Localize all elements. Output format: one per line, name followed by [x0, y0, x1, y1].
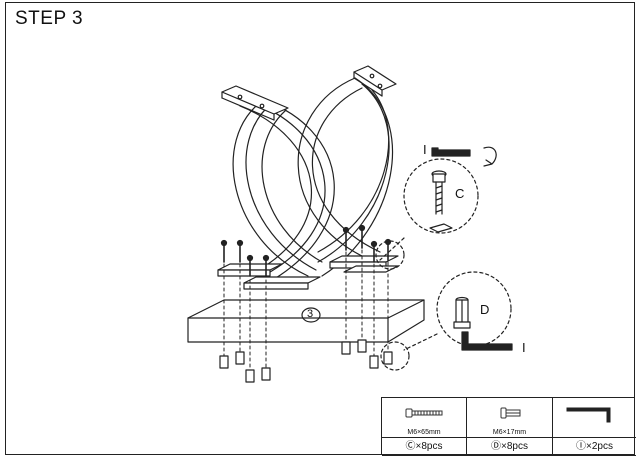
allen-wrench-top: [431, 146, 497, 167]
legend-bolt-cell: M6×65mm: [382, 398, 467, 438]
wrench-bottom-letter: I: [522, 340, 526, 355]
allen-wrench-icon: [566, 407, 611, 423]
bolt-4: [262, 254, 270, 277]
bolt-icon: [405, 408, 443, 418]
legend-nut-cell: M6×17mm: [467, 398, 553, 438]
part-number-circle: [301, 307, 321, 323]
arc-frame: [217, 65, 399, 290]
sleeve-callout-letter: D: [480, 302, 490, 317]
guide-lines: [223, 249, 389, 371]
barrel-nut-icon: [500, 407, 521, 419]
shelf-board: [187, 299, 425, 343]
bolt-callout-letter: C: [455, 186, 465, 201]
allen-wrench-bottom: [461, 331, 513, 351]
parts-legend: M6×65mm M6×17mm Ⓒ×8pcs Ⓓ×8pcs Ⓘ×2pcs: [381, 397, 636, 456]
bolt-2: [236, 239, 244, 263]
bolt-1: [220, 239, 228, 263]
nut-size-label: M6×17mm: [492, 429, 527, 436]
bolt-detail-callout: [375, 158, 479, 270]
bolt-5: [342, 226, 350, 251]
step-title: STEP 3: [15, 8, 84, 29]
barrel-nuts-bottom: [219, 339, 393, 383]
bolt-3: [246, 254, 254, 277]
bolt-quantity: Ⓒ×8pcs: [382, 438, 467, 456]
bolt-size-label: M6×65mm: [407, 429, 441, 436]
wrench-quantity: Ⓘ×2pcs: [553, 438, 636, 456]
bolt-7: [370, 240, 378, 263]
bolt-6: [358, 224, 366, 249]
diagram-frame: [5, 2, 635, 455]
shelf-part-number: 3: [307, 308, 314, 320]
wrench-top-letter: I: [423, 142, 427, 157]
legend-wrench-cell: [553, 398, 636, 438]
nut-quantity: Ⓓ×8pcs: [467, 438, 553, 456]
bolts-top: [220, 224, 392, 277]
sleeve-detail-callout: [380, 271, 512, 371]
